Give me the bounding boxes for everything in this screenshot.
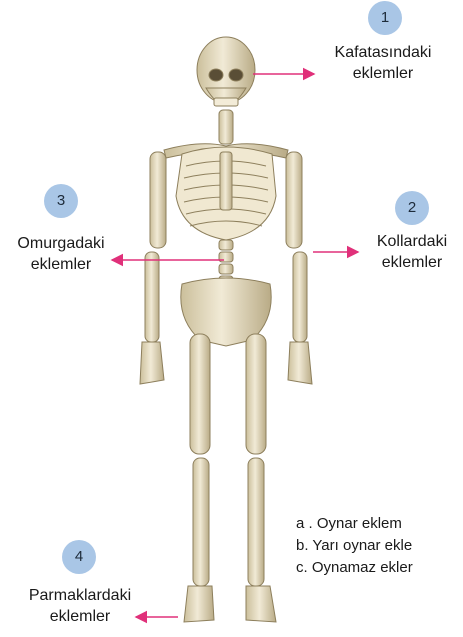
label-arm-line1: Kollardaki: [362, 231, 462, 252]
legend-item-a: a . Oynar eklem: [296, 513, 413, 535]
label-spine-line1: Omurgadaki: [0, 233, 122, 254]
label-spine-joints: Omurgadaki eklemler: [0, 233, 122, 275]
badge-2: 2: [395, 191, 429, 225]
legend-item-b: b. Yarı oynar ekle: [296, 535, 413, 557]
label-finger-joints: Parmaklardaki eklemler: [10, 585, 150, 627]
label-skull-joints: Kafatasındaki eklemler: [318, 42, 448, 84]
badge-1: 1: [368, 1, 402, 35]
label-arm-joints: Kollardaki eklemler: [362, 231, 462, 273]
badge-4: 4: [62, 540, 96, 574]
label-skull-line1: Kafatasındaki: [318, 42, 448, 63]
label-arm-line2: eklemler: [362, 252, 462, 273]
legend-item-c: c. Oynamaz ekler: [296, 557, 413, 579]
label-finger-line1: Parmaklardaki: [10, 585, 150, 606]
joint-type-legend: a . Oynar eklem b. Yarı oynar ekle c. Oy…: [296, 513, 413, 579]
badge-3: 3: [44, 184, 78, 218]
label-skull-line2: eklemler: [318, 63, 448, 84]
label-finger-line2: eklemler: [10, 606, 150, 627]
label-spine-line2: eklemler: [0, 254, 122, 275]
